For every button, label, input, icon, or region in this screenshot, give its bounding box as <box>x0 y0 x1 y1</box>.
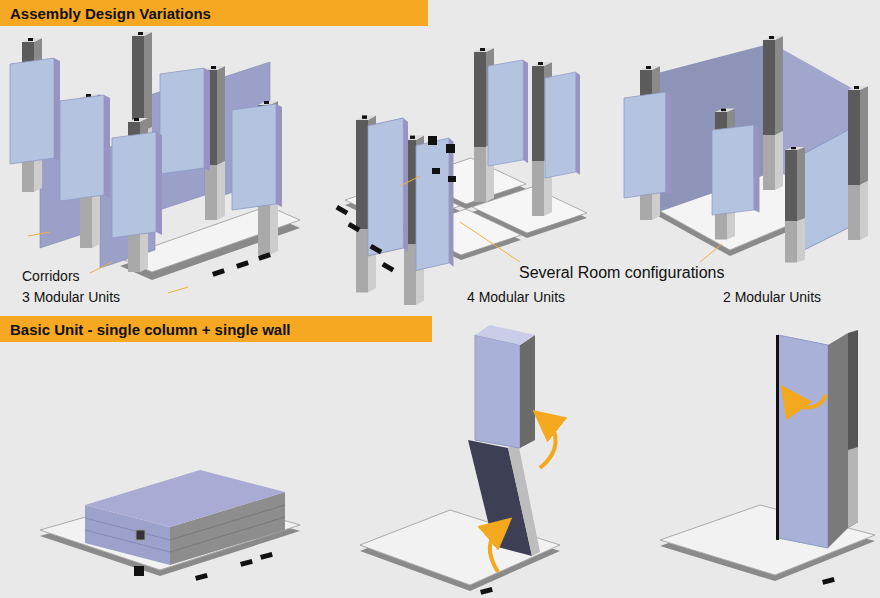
caption-label: 2 Modular Units <box>723 289 821 305</box>
caption-label: 3 Modular Units <box>22 289 120 305</box>
erected-unit <box>660 330 875 585</box>
caption-label: 4 Modular Units <box>467 289 565 305</box>
corridor-assembly <box>10 32 300 280</box>
caption-label: Corridors <box>22 268 80 284</box>
section-band: Assembly Design Variations <box>0 0 428 26</box>
room-assembly-two <box>624 36 868 263</box>
section-band: Basic Unit - single column + single wall <box>0 316 432 342</box>
unfolding-unit <box>360 325 560 595</box>
section-heading: Assembly Design Variations <box>10 5 211 22</box>
caption-label: Several Room configurations <box>519 264 724 282</box>
packed-unit <box>40 470 300 581</box>
section-heading: Basic Unit - single column + single wall <box>10 321 290 338</box>
